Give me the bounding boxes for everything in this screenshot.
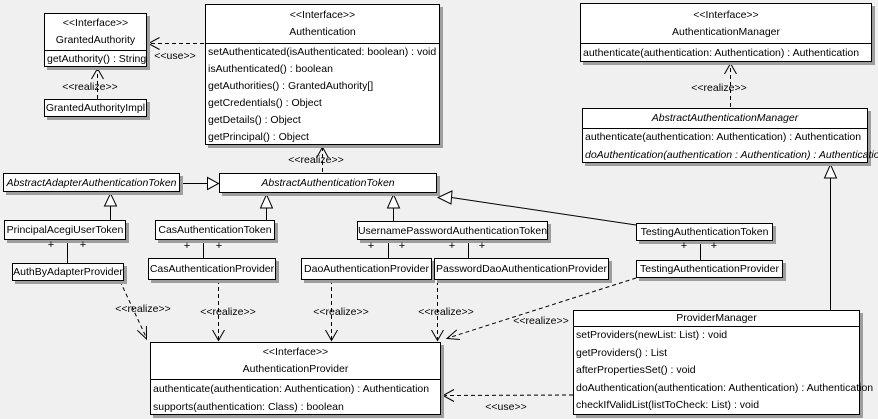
method: setProviders(newList: List) : void bbox=[576, 329, 728, 341]
class-name: AuthByAdapterProvider bbox=[13, 266, 123, 278]
realize-label: <<realize>> bbox=[288, 154, 344, 166]
realize-label: <<realize>> bbox=[313, 306, 369, 318]
multiplicity-plus: + bbox=[47, 239, 55, 251]
class-authentication-manager[interactable]: <<Interface>> AuthenticationManager auth… bbox=[580, 3, 872, 62]
use-label: <<use>> bbox=[485, 401, 527, 413]
method: doAuthentication(authentication: Authent… bbox=[576, 381, 874, 394]
class-testing-authentication-token[interactable]: TestingAuthenticationToken bbox=[636, 223, 773, 241]
gen-userpass-token-to-abstract-token bbox=[386, 193, 401, 221]
method: authenticate(authentication: Authenticat… bbox=[585, 131, 862, 143]
stereotype: <<Interface>> bbox=[262, 346, 329, 358]
class-name: UsernamePasswordAuthenticationToken bbox=[357, 224, 548, 237]
class-password-dao-authentication-provider[interactable]: PasswordDaoAuthenticationProvider bbox=[434, 258, 609, 280]
stereotype: <<Interface>> bbox=[289, 9, 356, 21]
class-name: AuthenticationProvider bbox=[242, 363, 349, 375]
realize-label: <<realize>> bbox=[115, 303, 171, 315]
realize-abstract-token-to-authentication bbox=[316, 145, 329, 172]
method: afterPropertiesSet() : void bbox=[576, 364, 696, 377]
class-username-password-authentication-token[interactable]: UsernamePasswordAuthenticationToken bbox=[357, 221, 548, 240]
class-abstract-adapter-authentication-token[interactable]: AbstractAdapterAuthenticationToken bbox=[3, 173, 180, 192]
class-name: PasswordDaoAuthenticationProvider bbox=[435, 263, 607, 275]
method: getPrincipal() : Object bbox=[208, 131, 309, 143]
class-name: ProviderManager bbox=[676, 312, 757, 324]
multiplicity-plus: + bbox=[79, 239, 87, 251]
realize-passworddao-provider-to-auth-provider bbox=[431, 281, 444, 342]
use-provider-manager-to-auth-provider bbox=[441, 389, 574, 402]
realize-abstract-manager-to-auth-manager bbox=[724, 62, 737, 107]
method: getProviders() : List bbox=[576, 346, 668, 359]
multiplicity-plus: + bbox=[478, 240, 486, 252]
use-label: <<use>> bbox=[154, 50, 196, 62]
class-abstract-authentication-manager[interactable]: AbstractAuthenticationManager authentica… bbox=[582, 108, 878, 163]
realize-label: <<realize>> bbox=[62, 81, 118, 93]
class-name: TestingAuthenticationToken bbox=[640, 226, 769, 238]
method: checkIfValidList(listToCheck: List) : vo… bbox=[576, 399, 760, 412]
gen-cas-token-to-abstract-token bbox=[259, 193, 274, 220]
class-name: AbstractAuthenticationManager bbox=[651, 112, 799, 124]
gen-adapter-token-to-abstract-token bbox=[180, 176, 220, 191]
gen-principal-token-to-adapter-token bbox=[103, 192, 118, 220]
realize-label: <<realize>> bbox=[691, 82, 747, 94]
method: authenticate(authentication: Authenticat… bbox=[153, 383, 430, 395]
multiplicity-plus: + bbox=[710, 240, 718, 252]
multiplicity-plus: + bbox=[448, 240, 456, 252]
class-authentication-provider[interactable]: <<Interface>> AuthenticationProvider aut… bbox=[150, 342, 441, 415]
class-auth-by-adapter-provider[interactable]: AuthByAdapterProvider bbox=[12, 263, 124, 281]
class-cas-authentication-provider[interactable]: CasAuthenticationProvider bbox=[148, 258, 276, 280]
class-name: AbstractAdapterAuthenticationToken bbox=[6, 176, 177, 189]
class-name: AbstractAuthenticationToken bbox=[261, 177, 395, 189]
realize-dao-provider-to-auth-provider bbox=[325, 280, 338, 342]
method: supports(authentication: Class) : boolea… bbox=[153, 401, 344, 413]
class-provider-manager[interactable]: ProviderManager setProviders(newList: Li… bbox=[573, 310, 874, 415]
gen-provider-manager-to-abstract-auth-manager bbox=[823, 163, 838, 310]
multiplicity-plus: + bbox=[367, 240, 375, 252]
method: setAuthenticated(isAuthenticated: boolea… bbox=[208, 46, 437, 58]
stereotype: <<Interface>> bbox=[693, 8, 759, 21]
realize-testing-provider-to-auth-provider bbox=[445, 277, 637, 340]
class-principal-acegi-user-token[interactable]: PrincipalAcegiUserToken bbox=[4, 220, 126, 240]
gen-testing-token-to-abstract-token bbox=[436, 190, 637, 226]
method: authenticate(authentication: Authenticat… bbox=[583, 47, 860, 59]
class-granted-authority-impl[interactable]: GrantedAuthorityImpl bbox=[44, 99, 147, 117]
realize-label: <<realize>> bbox=[200, 306, 256, 318]
multiplicity-plus: + bbox=[398, 240, 406, 252]
class-abstract-authentication-token[interactable]: AbstractAuthenticationToken bbox=[219, 173, 437, 193]
class-name: Authentication bbox=[289, 26, 356, 38]
class-cas-authentication-token[interactable]: CasAuthenticationToken bbox=[155, 220, 275, 240]
realize-label: <<realize>> bbox=[418, 306, 474, 318]
class-name: DaoAuthenticationProvider bbox=[304, 263, 429, 275]
class-testing-authentication-provider[interactable]: TestingAuthenticationProvider bbox=[636, 260, 783, 278]
method: getAuthorities() : GrantedAuthority[] bbox=[208, 80, 374, 92]
realize-impl-to-granted-authority bbox=[91, 67, 104, 99]
method: getAuthority() : String bbox=[47, 53, 147, 65]
method: doAuthentication(authentication : Authen… bbox=[585, 148, 878, 161]
class-authentication[interactable]: <<Interface>> Authentication setAuthenti… bbox=[205, 4, 440, 145]
stereotype: <<Interface>> bbox=[62, 17, 129, 29]
method: getCredentials() : Object bbox=[208, 97, 322, 109]
realize-authbyadapter-to-auth-provider bbox=[119, 280, 148, 341]
class-name: AuthenticationManager bbox=[672, 25, 780, 38]
class-dao-authentication-provider[interactable]: DaoAuthenticationProvider bbox=[301, 258, 432, 280]
class-name: GrantedAuthorityImpl bbox=[45, 102, 146, 114]
class-name: CasAuthenticationProvider bbox=[149, 263, 275, 275]
multiplicity-plus: + bbox=[183, 240, 191, 252]
multiplicity-plus: + bbox=[215, 240, 223, 252]
realize-cas-provider-to-auth-provider bbox=[212, 280, 225, 342]
class-name: TestingAuthenticationProvider bbox=[640, 263, 779, 275]
class-name: GrantedAuthority bbox=[55, 34, 136, 46]
realize-label: <<realize>> bbox=[513, 315, 569, 327]
method: isAuthenticated() : boolean bbox=[208, 63, 333, 75]
class-name: CasAuthenticationToken bbox=[158, 224, 272, 236]
method: getDetails() : Object bbox=[208, 114, 301, 126]
use-authentication-to-granted-authority bbox=[147, 37, 204, 50]
class-name: PrincipalAcegiUserToken bbox=[6, 224, 124, 236]
class-granted-authority[interactable]: <<Interface>> GrantedAuthority getAuthor… bbox=[44, 13, 147, 67]
multiplicity-plus: + bbox=[680, 240, 688, 252]
